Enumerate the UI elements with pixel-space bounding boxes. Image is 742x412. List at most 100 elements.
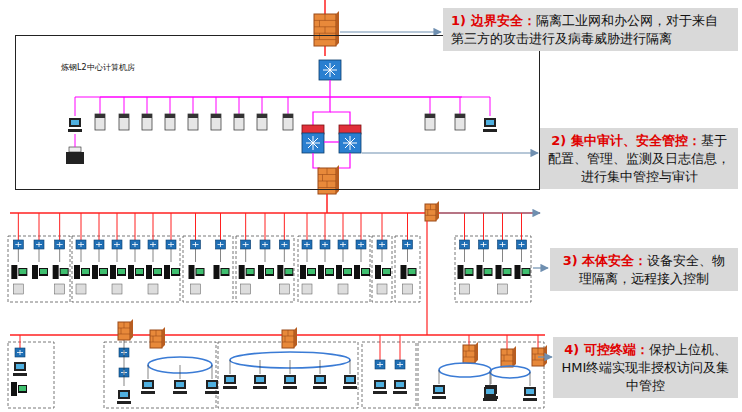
device-wire <box>530 372 531 386</box>
drop-wire <box>343 213 344 240</box>
switch-mark <box>262 242 268 247</box>
device-wire <box>361 249 362 262</box>
switch-icon <box>279 240 289 249</box>
computer-icon <box>117 390 131 404</box>
area-box <box>236 236 294 302</box>
monitor <box>14 362 26 371</box>
switch-body <box>302 240 312 249</box>
tower-body <box>318 265 324 279</box>
device-wire <box>382 249 383 262</box>
firewall-body <box>314 14 336 46</box>
monitor <box>314 375 326 384</box>
switch-icon <box>94 240 104 249</box>
firewall-side <box>336 11 339 46</box>
switch-icon <box>260 240 270 249</box>
field-bus <box>10 334 545 336</box>
brick-line <box>532 360 544 361</box>
brick-line <box>124 322 125 328</box>
server-body <box>257 114 267 130</box>
switch-body <box>260 240 270 249</box>
brick-line <box>285 336 286 342</box>
device-wire <box>439 370 440 384</box>
switch-mark <box>15 242 21 247</box>
leader-arrow <box>362 152 538 153</box>
computer-icon <box>173 380 187 394</box>
device-wire <box>135 249 136 262</box>
server-top <box>257 114 267 118</box>
monitor <box>382 268 391 276</box>
device-wire <box>502 249 503 262</box>
leader-arrow <box>340 31 441 32</box>
switch-body <box>191 240 201 249</box>
server-body <box>283 114 293 130</box>
tower-body <box>496 265 502 279</box>
firewall-side <box>294 327 297 348</box>
callout-heading: 3) 本体安全： <box>563 253 648 268</box>
drop-wire <box>361 213 362 240</box>
switch-mark <box>96 242 102 247</box>
switch-mark <box>397 362 403 367</box>
switch-mark <box>36 242 42 247</box>
controller-icon <box>112 284 122 294</box>
tower-body <box>164 265 170 279</box>
tower-body <box>239 265 245 279</box>
monitor <box>206 380 218 389</box>
screen <box>286 377 294 382</box>
switch-body <box>338 240 348 249</box>
workstation-icon <box>146 265 162 279</box>
callout-heading: 1) 边界安全： <box>451 13 536 28</box>
keyboard <box>283 386 297 389</box>
controller-icon <box>498 284 508 294</box>
brick-line <box>150 342 162 343</box>
screen <box>344 269 351 274</box>
server-icon <box>234 114 244 130</box>
drop-wire <box>170 97 171 114</box>
drop-wire <box>265 213 266 240</box>
server-icon <box>455 114 465 130</box>
switch-body <box>76 240 86 249</box>
brick-line <box>425 215 436 216</box>
uplink-wire <box>326 194 328 213</box>
brick-line <box>327 181 328 188</box>
drop-wire <box>171 213 172 240</box>
screen <box>266 269 273 274</box>
screen <box>61 269 68 274</box>
drop-wire <box>59 213 60 240</box>
firewall-icon <box>118 319 133 340</box>
switch-body <box>403 240 413 249</box>
monitor <box>524 387 536 396</box>
switch-body <box>216 240 226 249</box>
workstation-icon <box>458 265 474 279</box>
switch-mark <box>500 242 506 247</box>
monitor <box>18 385 27 393</box>
server-body <box>211 114 221 130</box>
drop-wire <box>464 213 465 240</box>
switch-icon <box>479 240 489 249</box>
brick-line <box>288 330 289 336</box>
firewall-body <box>425 204 436 221</box>
switch-icon <box>356 240 366 249</box>
switch-mark <box>343 136 357 150</box>
tower-body <box>336 265 342 279</box>
ring-network <box>490 366 530 378</box>
workstation-icon <box>239 265 255 279</box>
area-box <box>72 236 180 302</box>
monitor <box>196 268 205 276</box>
screen <box>222 269 229 274</box>
drop-wire <box>18 213 19 240</box>
server-top <box>165 114 175 118</box>
screen <box>346 377 354 382</box>
brick-line <box>430 204 431 210</box>
area-box <box>104 342 216 408</box>
switch-mark <box>17 350 23 355</box>
tower-body <box>11 265 17 279</box>
tower-body <box>32 265 38 279</box>
firewall-icon <box>463 342 478 363</box>
workstation-icon <box>189 265 205 279</box>
monitor <box>284 268 293 276</box>
drop-wire <box>39 213 40 240</box>
device-wire <box>230 360 231 374</box>
controller-icon <box>148 284 158 294</box>
switch-mark <box>150 242 156 247</box>
